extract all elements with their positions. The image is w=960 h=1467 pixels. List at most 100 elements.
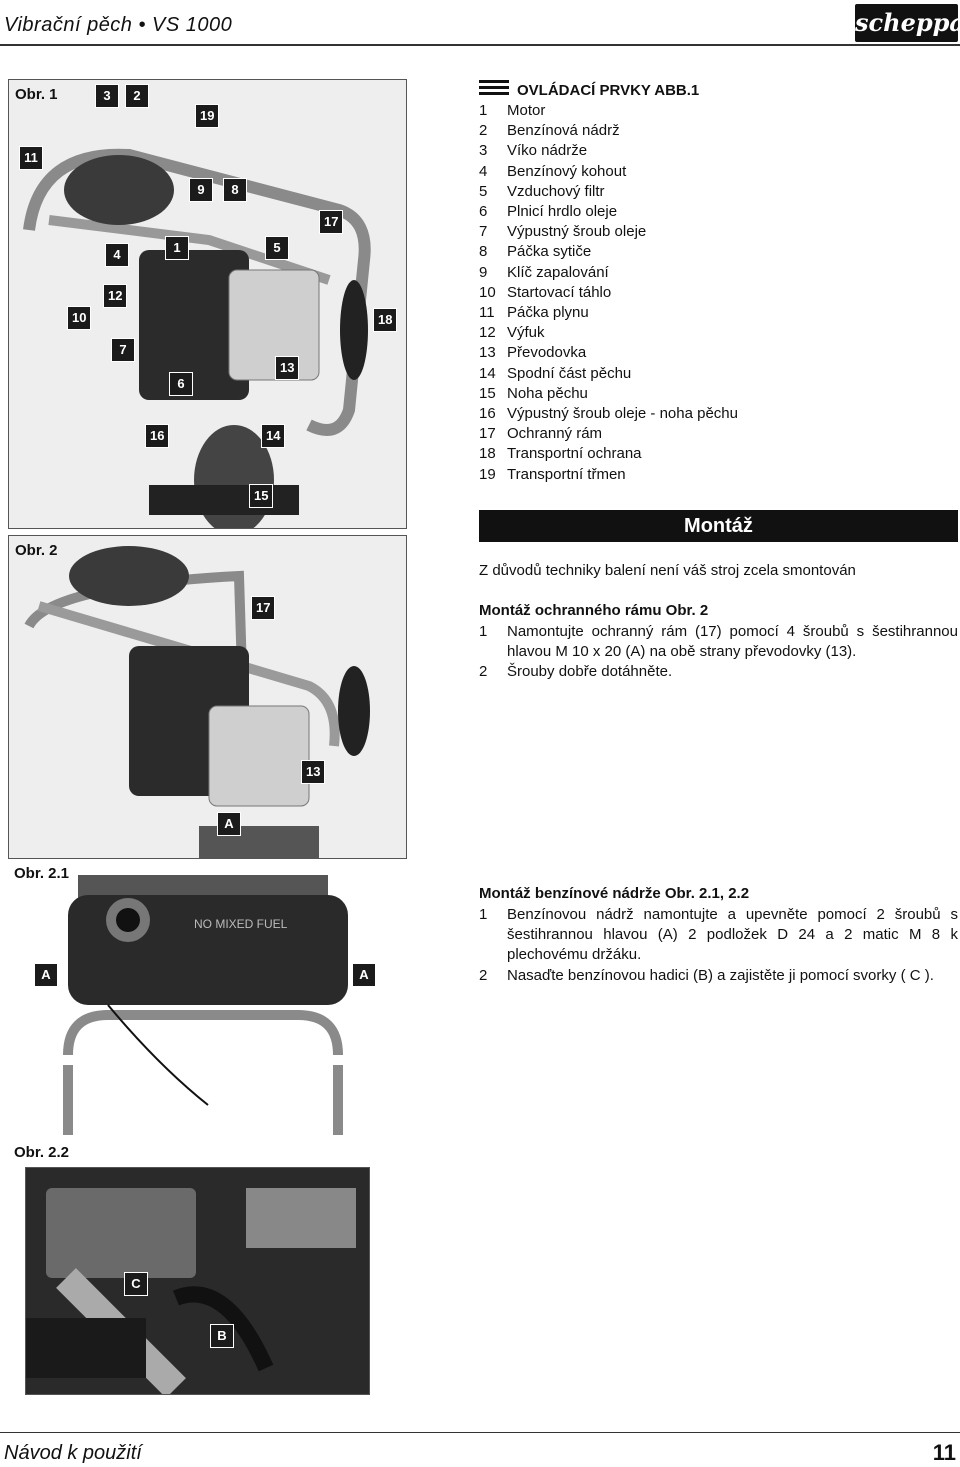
item-label: Páčka sytiče (507, 243, 592, 261)
item-label: Výpustný šroub oleje - noha pěchu (507, 405, 738, 422)
item-label: Klíč zapalování (507, 263, 609, 281)
step-number: 1 (479, 906, 488, 923)
figure-2: Obr. 2 17 13 A (8, 535, 407, 859)
item-number: 6 (479, 203, 488, 220)
tank-step-2: 2 Nasaďte benzínovou hadici (B) a zajist… (479, 966, 958, 986)
item-number: 14 (479, 364, 496, 382)
callout-14: 14 (261, 424, 286, 448)
item-number: 12 (479, 324, 496, 342)
item-label: Výpustný šroub oleje (507, 223, 647, 241)
callout-a-right: A (352, 963, 376, 987)
callout-16: 16 (145, 424, 170, 448)
item-number: 8 (479, 243, 488, 261)
item-number: 5 (479, 182, 488, 200)
callout-17: 17 (319, 210, 344, 234)
item-label: Spodní část pěchu (507, 364, 632, 382)
callout-13: 13 (275, 356, 300, 380)
figure-2-1-illustration (63, 875, 348, 1135)
step-text: Šrouby dobře dotáhněte. (507, 663, 673, 680)
item-number: 2 (479, 122, 488, 140)
callout-3: 3 (95, 84, 119, 108)
callout-13: 13 (301, 760, 326, 784)
controls-list-item: 16 Výpustný šroub oleje - noha pěchu (479, 404, 738, 424)
item-number: 10 (479, 283, 496, 301)
frame-assembly-title: Montáž ochranného rámu Obr. 2 (479, 602, 709, 619)
item-label: Transportní třmen (507, 465, 626, 483)
assembly-band: Montáž (479, 510, 958, 542)
tank-step-1: 1 Benzínovou nádrž namontujte a upevněte… (479, 905, 958, 965)
item-label: Převodovka (507, 344, 587, 362)
controls-list-item: 6 Plnicí hrdlo oleje (479, 202, 617, 222)
figure-2-label: Obr. 2 (15, 542, 58, 559)
tank-assembly-title: Montáž benzínové nádrže Obr. 2.1, 2.2 (479, 885, 750, 902)
callout-5: 5 (265, 236, 289, 260)
callout-12: 12 (103, 284, 128, 308)
controls-list-item: 7 Výpustný šroub oleje (479, 222, 646, 242)
callout-9: 9 (189, 178, 213, 202)
header-title: Vibrační pěch • VS 1000 (4, 14, 233, 36)
controls-list-item: 14 Spodní část pěchu (479, 364, 631, 384)
controls-heading: OVLÁDACÍ PRVKY ABB.1 (517, 82, 700, 99)
figure-2-1-label: Obr. 2.1 (14, 865, 70, 882)
controls-list-item: 15 Noha pěchu (479, 384, 588, 404)
step-number: 2 (479, 967, 488, 984)
figure-1-illustration (9, 80, 406, 528)
callout-a-left: A (34, 963, 58, 987)
callout-4: 4 (105, 243, 129, 267)
item-label: Startovací táhlo (507, 283, 612, 301)
header-divider (0, 44, 960, 46)
footer-title: Návod k použití (4, 1442, 142, 1464)
item-number: 11 (479, 304, 495, 321)
page-number: 11 (932, 1440, 956, 1465)
item-label: Plnicí hrdlo oleje (507, 203, 618, 220)
footer-divider (0, 1432, 960, 1433)
callout-7: 7 (111, 338, 135, 362)
item-number: 15 (479, 384, 496, 402)
item-label: Noha pěchu (507, 384, 588, 402)
callout-10: 10 (67, 306, 92, 330)
figure-2-illustration (9, 536, 406, 858)
callout-c: C (124, 1272, 148, 1296)
callout-2: 2 (125, 84, 149, 108)
step-number: 2 (479, 663, 488, 680)
controls-list-item: 8 Páčka sytiče (479, 242, 591, 262)
callout-19: 19 (195, 104, 220, 128)
item-number: 9 (479, 263, 488, 281)
callout-6: 6 (169, 372, 193, 396)
item-number: 3 (479, 142, 488, 160)
figure-1-label: Obr. 1 (15, 86, 58, 103)
item-number: 17 (479, 425, 496, 443)
controls-list-item: 11 Páčka plynu (479, 303, 589, 323)
step-text: Nasaďte benzínovou hadici (B) a zajistět… (507, 967, 934, 984)
callout-a: A (217, 812, 241, 836)
step-text: Namontujte ochranný rám (17) pomocí 4 šr… (507, 623, 958, 660)
figure-2-2: C B (25, 1167, 370, 1395)
item-number: 19 (479, 465, 496, 483)
item-label: Benzínová nádrž (507, 122, 620, 140)
step-number: 1 (479, 623, 488, 640)
item-label: Páčka plynu (507, 304, 589, 321)
callout-11: 11 (19, 146, 43, 170)
controls-list-item: 19 Transportní třmen (479, 465, 626, 485)
figure-2-2-label: Obr. 2.2 (14, 1144, 70, 1161)
figure-2-2-illustration (26, 1168, 369, 1394)
frame-step-2: 2 Šrouby dobře dotáhněte. (479, 662, 958, 682)
item-number: 7 (479, 223, 488, 241)
assembly-intro: Z důvodů techniky balení není váš stroj … (479, 562, 856, 579)
tank-label-text: NO MIXED FUEL (194, 917, 288, 931)
brand-logo: scheppach (855, 4, 960, 42)
controls-list-item: 9 Klíč zapalování (479, 263, 609, 283)
step-text: Benzínovou nádrž namontujte a upevněte p… (507, 906, 958, 963)
callout-17: 17 (251, 596, 276, 620)
item-label: Benzínový kohout (507, 162, 627, 180)
item-number: 16 (479, 405, 496, 422)
controls-list-item: 2 Benzínová nádrž (479, 121, 620, 141)
controls-list-item: 10 Startovací táhlo (479, 283, 611, 303)
